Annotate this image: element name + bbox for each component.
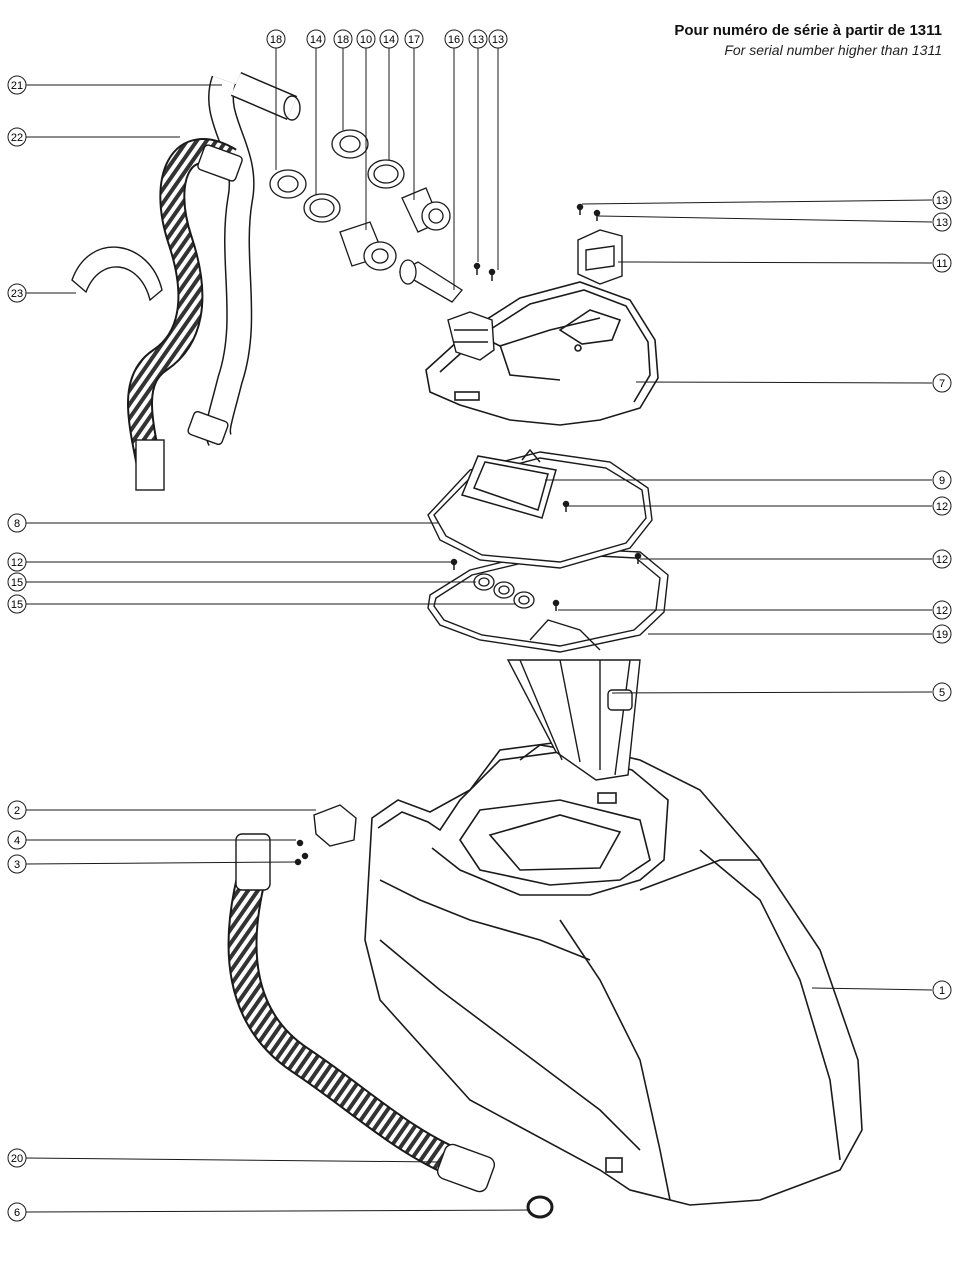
callout-19: 19 [932,624,952,644]
callout-9: 9 [932,470,952,490]
svg-text:5: 5 [939,687,945,699]
svg-text:12: 12 [11,557,23,569]
part-clamp-6 [526,1195,554,1219]
callout-12: 12 [7,552,27,572]
svg-text:13: 13 [936,195,948,207]
part-main-body [364,741,863,1206]
callouts-right: 13 13 11 7 9 12 12 12 19 5 1 [932,190,952,1000]
callout-21: 21 [7,75,27,95]
svg-text:15: 15 [11,599,23,611]
svg-text:23: 23 [11,288,23,300]
part-lid-7 [425,281,659,426]
callout-13: 13 [932,190,952,210]
callout-6: 6 [7,1202,27,1222]
callout-3: 3 [7,854,27,874]
callout-12: 12 [932,600,952,620]
svg-text:14: 14 [383,34,395,46]
callout-14: 14 [306,29,326,49]
svg-text:2: 2 [14,805,20,817]
callout-16: 16 [444,29,464,49]
svg-text:8: 8 [14,518,20,530]
callout-18: 18 [333,29,353,49]
callout-10: 10 [356,29,376,49]
svg-text:12: 12 [936,554,948,566]
callout-13: 13 [488,29,508,49]
callout-2: 2 [7,800,27,820]
header-title-fr: Pour numéro de série à partir de 1311 [674,22,942,39]
callout-20: 20 [7,1148,27,1168]
part-hose-20 [227,833,496,1193]
callout-23: 23 [7,283,27,303]
callout-8: 8 [7,513,27,533]
callout-15: 15 [7,594,27,614]
svg-text:12: 12 [936,501,948,513]
callout-4: 4 [7,830,27,850]
callout-11: 11 [932,253,952,273]
svg-text:21: 21 [11,80,23,92]
svg-text:14: 14 [310,34,322,46]
part-hose-22 [127,138,243,491]
svg-text:1: 1 [939,985,945,997]
callout-5: 5 [932,682,952,702]
svg-text:18: 18 [337,34,349,46]
part-lid-spout [447,311,495,361]
callouts-left: 21 22 23 8 12 15 15 2 4 3 20 6 [7,75,27,1222]
svg-text:16: 16 [448,34,460,46]
part-display-9 [460,448,557,519]
callout-1: 1 [932,980,952,1000]
leader-lines [25,48,933,1213]
svg-text:4: 4 [14,835,20,847]
callout-18: 18 [266,29,286,49]
svg-text:17: 17 [408,34,420,46]
callout-14: 14 [379,29,399,49]
header-title-en: For serial number higher than 1311 [724,42,942,58]
callout-12: 12 [932,496,952,516]
callout-17: 17 [404,29,424,49]
svg-text:13: 13 [492,34,504,46]
svg-text:20: 20 [11,1153,23,1165]
svg-text:9: 9 [939,475,945,487]
svg-text:7: 7 [939,378,945,390]
svg-text:10: 10 [360,34,372,46]
svg-text:6: 6 [14,1207,20,1219]
svg-text:19: 19 [936,629,948,641]
callout-13: 13 [468,29,488,49]
part-hose-21 [205,72,301,446]
callout-22: 22 [7,127,27,147]
part-grommets-15 [473,573,535,609]
svg-text:13: 13 [936,217,948,229]
callout-7: 7 [932,373,952,393]
part-screws [294,203,642,866]
svg-text:13: 13 [472,34,484,46]
part-clip-2 [313,804,357,847]
svg-text:15: 15 [11,577,23,589]
svg-text:11: 11 [936,258,947,270]
part-inline-fittings [269,129,463,303]
callout-12: 12 [932,549,952,569]
svg-text:3: 3 [14,859,20,871]
callouts-top: 18 14 18 10 14 17 16 13 13 [266,29,508,49]
callout-13: 13 [932,212,952,232]
svg-text:18: 18 [270,34,282,46]
svg-text:12: 12 [936,605,948,617]
part-funnel [506,619,641,781]
part-clip-23 [71,246,163,302]
part-connector-11 [577,229,623,285]
svg-text:22: 22 [11,132,23,144]
callout-15: 15 [7,572,27,592]
